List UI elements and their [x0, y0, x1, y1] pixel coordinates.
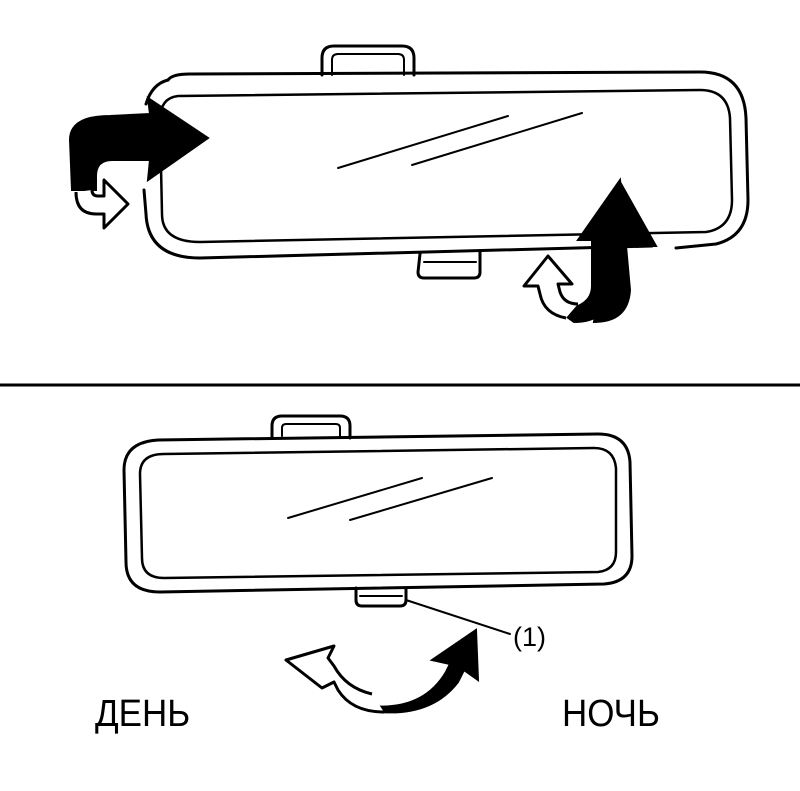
bottom-mirror	[122, 414, 634, 635]
rotate-arrow-icon	[522, 177, 658, 324]
night-label: НОЧЬ	[562, 693, 660, 735]
tab-callout-label: (1)	[513, 622, 546, 652]
day-label: ДЕНЬ	[95, 693, 191, 735]
top-mirror	[142, 44, 750, 280]
rotate-arrow-icon	[68, 95, 210, 230]
flip-arrow-icon	[284, 628, 480, 714]
